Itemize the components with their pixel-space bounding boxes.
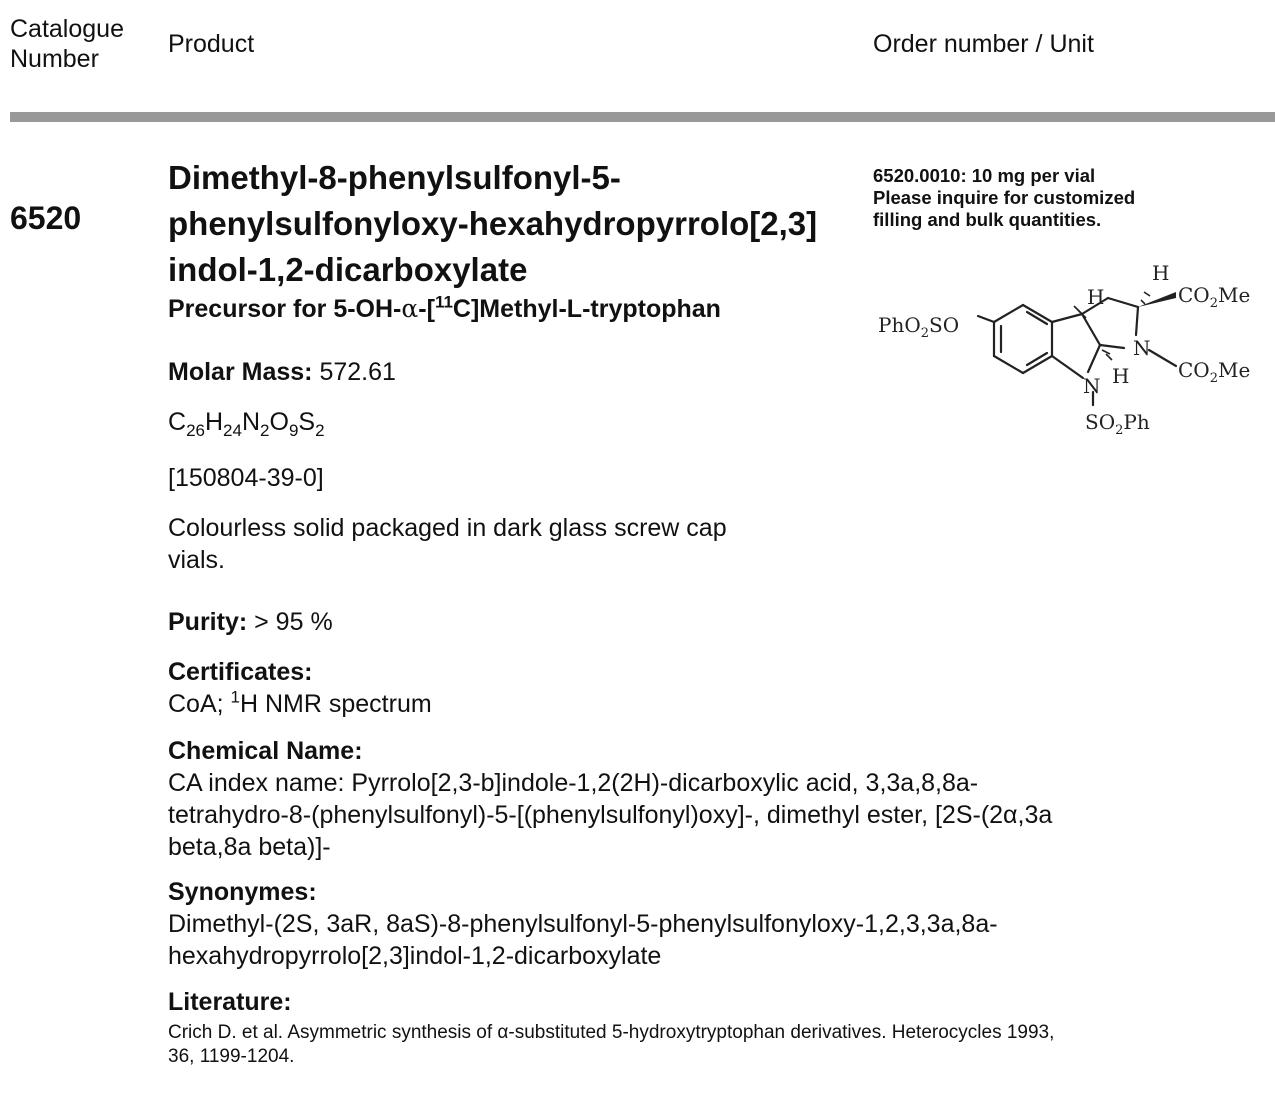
order-line-3: filling and bulk quantities. (873, 209, 1102, 230)
subtitle-alpha: α (401, 294, 419, 323)
certificates-label: Certificates: (168, 658, 313, 686)
description-line-1: Colourless solid packaged in dark glass … (168, 514, 727, 542)
product-title: Dimethyl-8-phenylsulfonyl-5- phenylsulfo… (168, 155, 908, 293)
chemical-name-line-3: beta,8a beta)]- (168, 833, 331, 861)
product-title-line-2: phenylsulfonyloxy-hexahydropyrrolo[2,3] (168, 205, 818, 242)
subtitle-part-c: C]Methyl-L-tryptophan (452, 295, 721, 323)
header-divider (10, 112, 1275, 122)
chemical-name-label: Chemical Name: (168, 737, 363, 765)
catalogue-header-line-1: Catalogue (10, 15, 124, 43)
formula-n-3: 9 (288, 421, 299, 440)
molecular-formula: C26H24N2O9S2 (168, 406, 325, 440)
literature: Literature: Crich D. et al. Asymmetric s… (168, 986, 1268, 1069)
label-so2ph: SO2Ph (1085, 410, 1150, 438)
formula-el-3: O (269, 408, 289, 436)
order-info: 6520.0010: 10 mg per vial Please inquire… (873, 165, 1273, 231)
synonymes-label: Synonymes: (168, 878, 317, 906)
description-line-2: vials. (168, 546, 225, 574)
purity-label: Purity: (168, 608, 248, 636)
certificates-value: CoA; 1H NMR spectrum (168, 688, 432, 720)
subtitle-isotope: 11 (434, 292, 453, 312)
product-header: Product (168, 30, 255, 58)
cas-number: [150804-39-0] (168, 464, 324, 492)
synonymes-line-2: hexahydropyrrolo[2,3]indol-1,2-dicarboxy… (168, 942, 662, 970)
structure-hash-bonds (1073, 291, 1151, 361)
purity: Purity: > 95 % (168, 606, 333, 638)
formula-el-0: C (168, 408, 187, 436)
subtitle-part-a: Precursor for 5-OH- (168, 295, 402, 323)
label-h-top: H (1152, 261, 1169, 285)
chemical-name: Chemical Name: CA index name: Pyrrolo[2,… (168, 735, 1052, 863)
order-line-2: Please inquire for customized (873, 187, 1136, 208)
certificates: Certificates: CoA; 1H NMR spectrum (168, 656, 432, 720)
synonymes-line-1: Dimethyl-(2S, 3aR, 8aS)-8-phenylsulfonyl… (168, 910, 998, 938)
certificates-part-a: CoA; (168, 690, 231, 718)
structure-wedge (1138, 292, 1176, 307)
chemical-name-line-2: tetrahydro-8-(phenylsulfonyl)-5-[(phenyl… (168, 801, 1053, 829)
structure-bonds (976, 296, 1178, 407)
formula-el-4: S (298, 408, 316, 436)
certificates-isotope: 1 (230, 687, 240, 707)
molar-mass: Molar Mass: 572.61 (168, 356, 396, 388)
formula-n-0: 26 (186, 421, 205, 440)
formula-n-2: 2 (260, 421, 270, 440)
chemical-name-line-1: CA index name: Pyrrolo[2,3-b]indole-1,2(… (168, 769, 979, 797)
formula-el-2: N (241, 408, 261, 436)
formula-el-1: H (204, 408, 224, 436)
catalogue-number: 6520 (10, 200, 82, 236)
product-title-line-1: Dimethyl-8-phenylsulfonyl-5- (168, 159, 621, 196)
order-line-1: 6520.0010: 10 mg per vial (873, 165, 1096, 186)
purity-value: > 95 % (254, 608, 333, 636)
literature-line-2: 36, 1199-1204. (168, 1046, 295, 1067)
description: Colourless solid packaged in dark glass … (168, 512, 727, 576)
label-n-pyrrolidine: N (1133, 336, 1151, 360)
label-pho2so: PhO2SO (878, 313, 959, 341)
label-h-top-left: H (1087, 285, 1104, 309)
catalogue-number-header: Catalogue Number (10, 14, 124, 74)
literature-line-1: Crich D. et al. Asymmetric synthesis of … (168, 1022, 1055, 1043)
synonymes: Synonymes: Dimethyl-(2S, 3aR, 8aS)-8-phe… (168, 876, 998, 972)
molar-mass-value: 572.61 (319, 358, 396, 386)
label-co2me-bottom: CO2Me (1178, 358, 1250, 386)
literature-label: Literature: (168, 988, 292, 1016)
chemical-structure-diagram: PhO2SO H H CO2Me N CO2Me H N SO2Ph (878, 261, 1250, 438)
molar-mass-label: Molar Mass: (168, 358, 313, 386)
certificates-part-b: H NMR spectrum (240, 690, 432, 718)
order-header: Order number / Unit (873, 30, 1094, 58)
label-co2me-top: CO2Me (1178, 283, 1250, 311)
product-subtitle: Precursor for 5-OH-α-[11C]Methyl-L-trypt… (168, 294, 721, 324)
product-title-line-3: indol-1,2-dicarboxylate (168, 251, 528, 288)
label-n-indole: N (1083, 374, 1101, 398)
formula-n-1: 24 (223, 421, 242, 440)
label-h-bottom: H (1112, 364, 1129, 388)
formula-n-4: 2 (315, 421, 325, 440)
subtitle-part-b: -[ (418, 295, 435, 323)
catalogue-header-line-2: Number (10, 45, 99, 73)
